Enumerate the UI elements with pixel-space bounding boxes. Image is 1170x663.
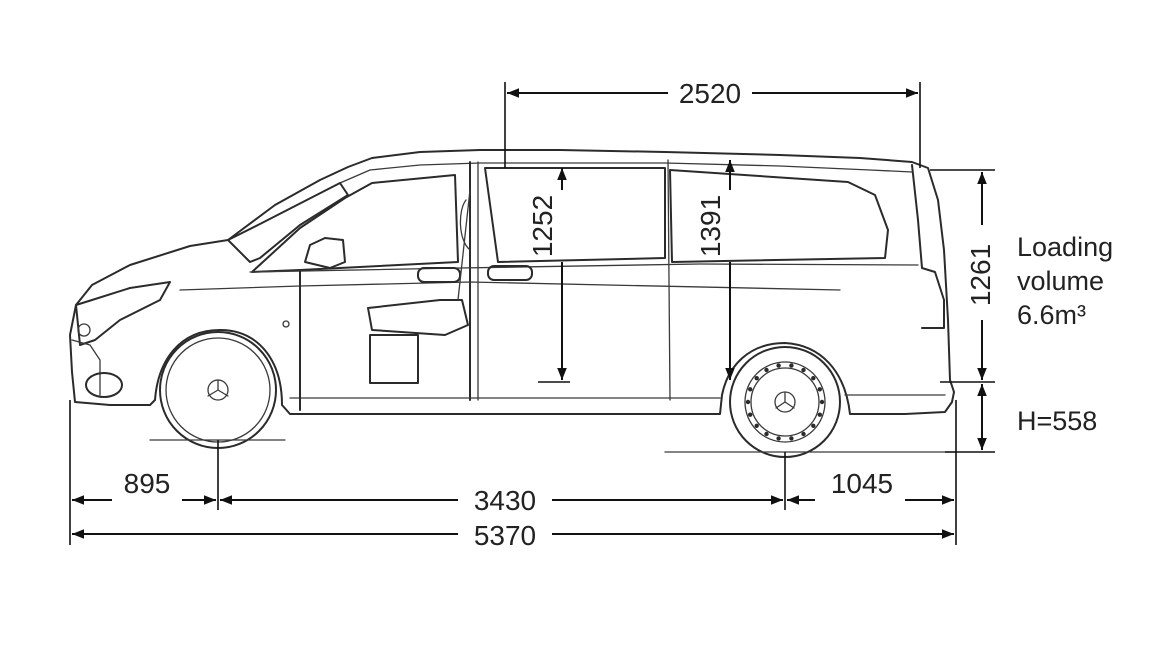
rim-bolt: [817, 412, 822, 417]
rear-side-window: [669, 169, 889, 263]
side-mirror: [304, 237, 346, 269]
rim-bolt: [764, 367, 769, 373]
interior-height-label: 1391: [695, 195, 726, 257]
rim-bolt: [776, 436, 781, 441]
overall-length-label: 5370: [474, 520, 536, 551]
tail-light: [911, 164, 945, 329]
load-height-label: 1261: [965, 244, 996, 306]
side-notes: Loading volume 6.6m³ H=558: [1017, 232, 1113, 436]
van-side-view: [69, 149, 956, 458]
rear-overhang-label: 1045: [831, 468, 893, 499]
rim-bolts: [745, 363, 825, 441]
van-body-outline: [69, 149, 955, 415]
front-door-window: [251, 174, 459, 273]
loading-volume-value: 6.6m³: [1017, 300, 1086, 330]
floor-height-label: H=558: [1017, 406, 1097, 436]
rim-bolt: [801, 431, 806, 437]
rim-bolt: [754, 423, 759, 428]
rim-bolt: [811, 376, 816, 381]
rim-bolt: [801, 367, 806, 373]
fog-light: [85, 372, 123, 398]
rim-bolt: [819, 399, 825, 405]
seat-base: [369, 334, 419, 384]
load-length-label: 2520: [679, 78, 741, 109]
roof-line: [339, 162, 913, 184]
character-line: [179, 281, 841, 291]
rim-bolt: [764, 431, 769, 437]
rim-bolt: [817, 387, 822, 392]
rim-bolt: [748, 412, 753, 417]
rim-bolt: [789, 436, 794, 441]
front-door-handle: [417, 267, 461, 283]
rim-bolt: [789, 363, 794, 368]
wheelbase-label: 3430: [474, 485, 536, 516]
sliding-door-handle: [487, 265, 533, 281]
dimension-lines: 895 3430 1045 5370 2520 1252 1391: [69, 78, 996, 551]
seat-cushion: [367, 299, 469, 336]
loading-volume-line1: Loading: [1017, 232, 1113, 262]
rim-bolt: [754, 376, 759, 381]
door-height-label: 1252: [527, 195, 558, 257]
door-bolt: [282, 320, 290, 328]
loading-volume-line2: volume: [1017, 266, 1104, 296]
rim-bolt: [745, 399, 751, 405]
headlight: [75, 281, 171, 346]
rim-bolt: [811, 423, 816, 428]
sliding-door-window: [484, 167, 666, 263]
front-emblem: [77, 323, 91, 337]
c-pillar-line: [667, 159, 671, 401]
front-overhang-label: 895: [124, 468, 171, 499]
belt-line: [249, 263, 919, 273]
rim-bolt: [776, 363, 781, 368]
windshield: [227, 182, 349, 263]
rear-wheel: [664, 346, 956, 458]
grille-line: [71, 339, 101, 396]
seat-back: [457, 189, 471, 301]
rim-bolt: [748, 387, 753, 392]
